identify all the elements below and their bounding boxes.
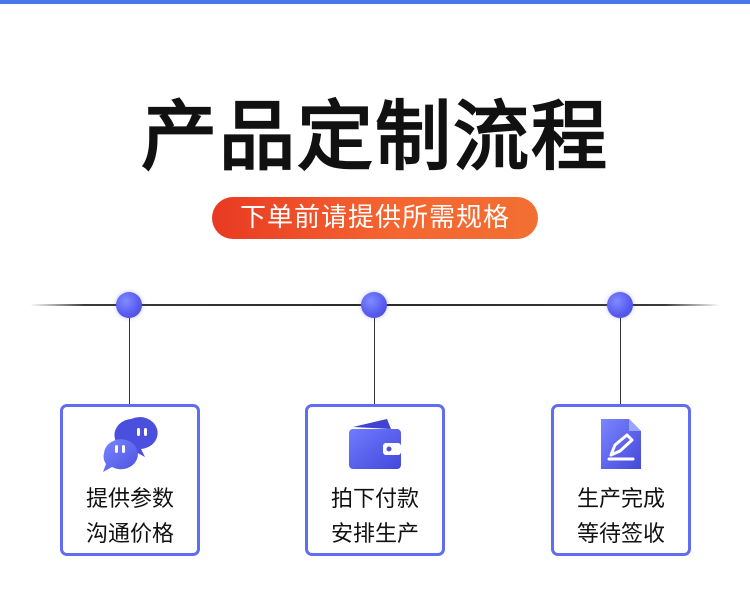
- step-card-2: 拍下付款 安排生产: [305, 404, 445, 556]
- step-2-line-1: 拍下付款: [330, 487, 419, 512]
- step-1-line-1: 提供参数: [85, 487, 174, 512]
- timeline-dot-1: [116, 292, 142, 318]
- step-2-line-2: 安排生产: [330, 522, 419, 547]
- timeline-dot-3: [607, 292, 633, 318]
- step-1-line-2: 沟通价格: [85, 522, 174, 547]
- timeline-connector-1: [129, 318, 130, 404]
- step-card-3: 生产完成 等待签收: [551, 404, 691, 556]
- top-accent-bar: [0, 0, 750, 4]
- timeline-dot-2: [361, 292, 387, 318]
- step-card-1: 提供参数 沟通价格: [60, 404, 200, 556]
- subtitle-pill: 下单前请提供所需规格: [212, 197, 538, 239]
- step-3-line-2: 等待签收: [576, 522, 665, 547]
- page-title: 产品定制流程: [141, 92, 609, 181]
- signed-document-icon: [591, 415, 651, 473]
- wallet-icon: [345, 415, 405, 473]
- timeline-connector-3: [620, 318, 621, 404]
- chat-bubbles-icon: [100, 415, 160, 473]
- timeline-connector-2: [374, 318, 375, 404]
- step-3-line-1: 生产完成: [576, 487, 665, 512]
